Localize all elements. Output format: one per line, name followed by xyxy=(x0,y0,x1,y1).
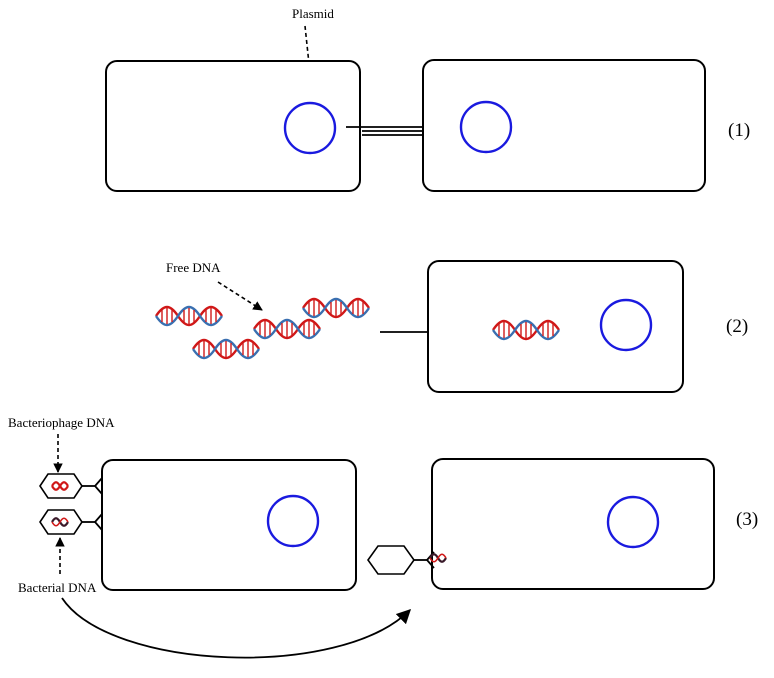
transduction-arrow xyxy=(61,597,412,659)
bacteriophage-lower xyxy=(39,509,103,535)
recipient-cell xyxy=(422,59,706,192)
panel-number-2: (2) xyxy=(726,316,748,337)
donor-cell xyxy=(105,60,361,192)
transduced-recipient-cell xyxy=(431,458,715,590)
competent-cell-plasmid xyxy=(599,298,653,352)
free-dna-fragment xyxy=(154,305,224,327)
donor-cell-plasmid xyxy=(266,494,320,548)
bacterial-dna-label: Bacterial DNA xyxy=(18,580,97,595)
recipient-plasmid xyxy=(459,100,513,154)
free-dna-fragment xyxy=(191,338,261,360)
infected-donor-cell xyxy=(101,459,357,591)
recipient-cell-plasmid xyxy=(606,495,660,549)
panel-transformation: Free DNA (2) xyxy=(154,260,748,393)
free-dna-pointer-arrow xyxy=(217,281,263,311)
free-dna-fragment xyxy=(252,318,322,340)
panel-number-3: (3) xyxy=(736,509,758,530)
panel-number-1: (1) xyxy=(728,120,750,141)
bacteriophage-dna-label: Bacteriophage DNA xyxy=(8,415,115,430)
bacteriophage-upper xyxy=(39,473,103,499)
phage-capsid xyxy=(367,545,415,575)
free-dna-fragment xyxy=(301,297,371,319)
donor-plasmid xyxy=(283,101,337,155)
panel-conjugation: Plasmid (1) xyxy=(105,6,750,192)
free-dna-label: Free DNA xyxy=(166,260,221,275)
plasmid-label: Plasmid xyxy=(292,6,334,21)
bacteriophage-injecting xyxy=(367,545,448,575)
panel-transduction: Bacteriophage DNA Bacterial DNA xyxy=(8,415,758,659)
